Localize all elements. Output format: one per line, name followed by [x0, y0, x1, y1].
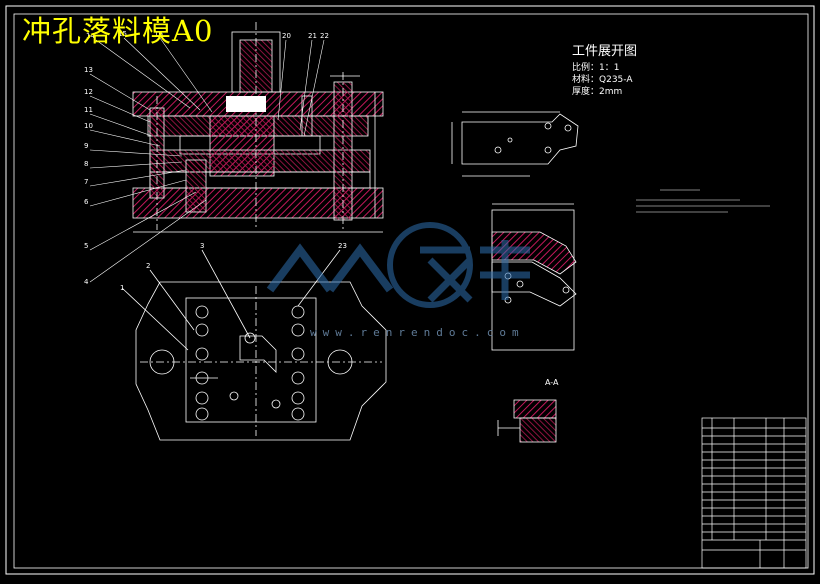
part-no-10: 10 — [84, 122, 93, 130]
part-no-23: 23 — [338, 242, 347, 250]
part-no-14: 14 — [86, 32, 95, 40]
part-no-1: 1 — [120, 284, 124, 292]
part-no-20: 20 — [282, 32, 291, 40]
drawing-title: 冲孔落料模A0 — [22, 14, 214, 48]
part-no-9: 9 — [84, 142, 88, 150]
thickness-value: 2mm — [599, 87, 623, 97]
section-a-a — [497, 399, 557, 443]
section-label: A-A — [545, 378, 559, 387]
outer-frame — [5, 5, 815, 575]
part-no-4: 4 — [84, 278, 89, 286]
part-no-12: 12 — [84, 88, 93, 96]
inner-frame — [13, 13, 809, 569]
material-value: Q235-A — [599, 75, 633, 85]
part-no-21: 21 — [308, 32, 317, 40]
workpiece-heading: 工件展开图 — [572, 44, 638, 59]
part-no-15: 15 — [118, 30, 127, 38]
material-row: 材料：Q235-A — [572, 72, 632, 85]
technical-notes — [636, 189, 770, 213]
title-block — [701, 417, 807, 569]
part-no-22: 22 — [320, 32, 329, 40]
part-no-2: 2 — [146, 262, 150, 270]
part-no-16: 16 — [154, 30, 163, 38]
die-assembly-section — [132, 22, 384, 233]
part-no-6: 6 — [84, 198, 89, 206]
thickness-label: 厚度： — [572, 87, 600, 97]
scale-label: 比例： — [572, 63, 600, 73]
part-no-5: 5 — [84, 242, 88, 250]
part-no-7: 7 — [84, 178, 88, 186]
part-no-13: 13 — [84, 66, 93, 74]
scale-row: 比例：1：1 — [572, 60, 619, 73]
watermark-url: www.renrendoc.com — [310, 326, 525, 339]
strip-layout — [491, 203, 577, 351]
scale-value: 1：1 — [599, 63, 620, 73]
part-no-11: 11 — [84, 106, 93, 114]
thickness-row: 厚度：2mm — [572, 84, 622, 97]
part-leaders — [89, 37, 325, 283]
part-number-labels: 14 15 13 16 12 11 10 9 8 7 6 5 4 20 21 2… — [84, 30, 347, 292]
die-plan-view — [121, 249, 387, 441]
material-label: 材料： — [572, 75, 600, 85]
part-no-8: 8 — [84, 160, 88, 168]
renrendoc-logo-icon — [266, 222, 530, 308]
part-no-3: 3 — [200, 242, 204, 250]
workpiece-flat-pattern — [451, 111, 579, 177]
